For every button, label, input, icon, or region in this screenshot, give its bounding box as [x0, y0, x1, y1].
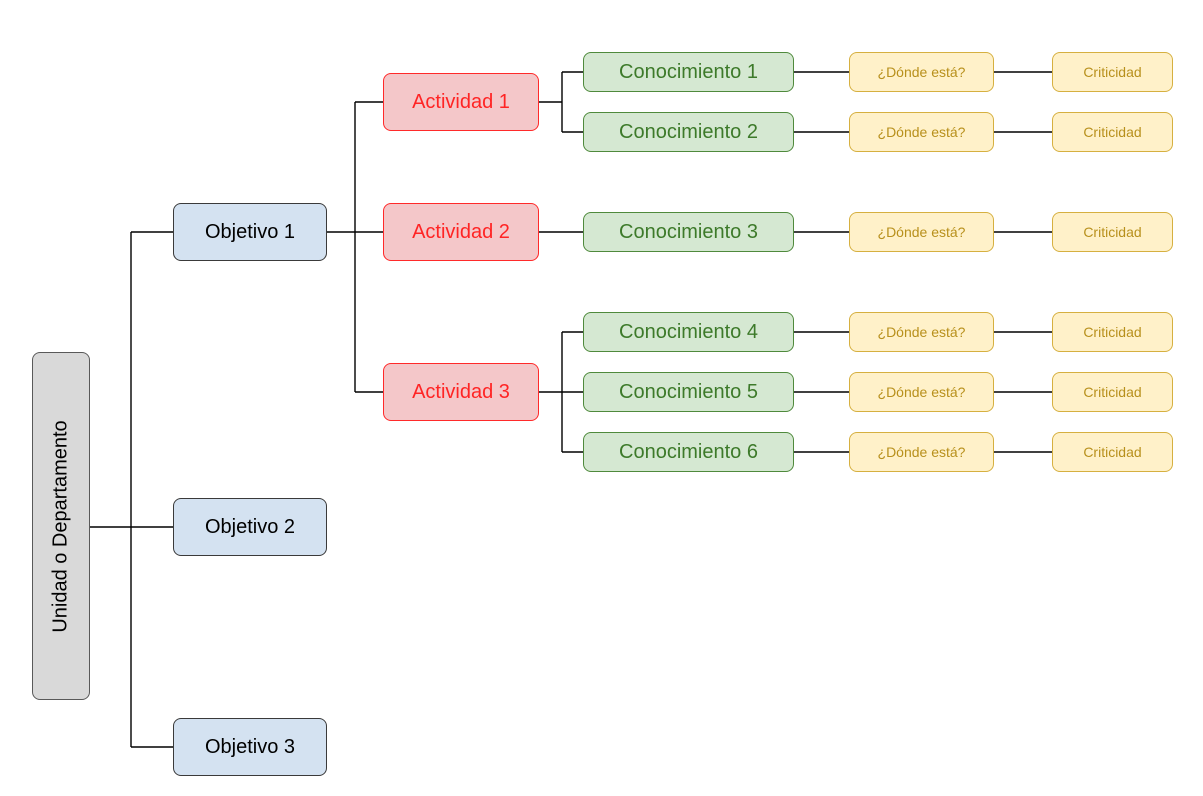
- activity-label: Actividad 3: [412, 380, 510, 403]
- criticality-node-5[interactable]: Criticidad: [1052, 372, 1173, 412]
- knowledge-node-2[interactable]: Conocimiento 2: [583, 112, 794, 152]
- objective-node-3[interactable]: Objetivo 3: [173, 718, 327, 776]
- activity-node-2[interactable]: Actividad 2: [383, 203, 539, 261]
- connector-objetivo1-actividades: [327, 101, 383, 393]
- criticality-label: Criticidad: [1083, 64, 1142, 80]
- connector-root-objectives: [90, 231, 173, 748]
- location-node-1[interactable]: ¿Dónde está?: [849, 52, 994, 92]
- knowledge-label: Conocimiento 1: [619, 60, 758, 83]
- knowledge-label: Conocimiento 6: [619, 440, 758, 463]
- knowledge-node-4[interactable]: Conocimiento 4: [583, 312, 794, 352]
- location-node-5[interactable]: ¿Dónde está?: [849, 372, 994, 412]
- criticality-node-3[interactable]: Criticidad: [1052, 212, 1173, 252]
- knowledge-node-1[interactable]: Conocimiento 1: [583, 52, 794, 92]
- criticality-label: Criticidad: [1083, 444, 1142, 460]
- location-label: ¿Dónde está?: [877, 64, 966, 80]
- criticality-node-2[interactable]: Criticidad: [1052, 112, 1173, 152]
- activity-node-3[interactable]: Actividad 3: [383, 363, 539, 421]
- objective-node-1[interactable]: Objetivo 1: [173, 203, 327, 261]
- knowledge-label: Conocimiento 2: [619, 120, 758, 143]
- location-label: ¿Dónde está?: [877, 124, 966, 140]
- location-node-6[interactable]: ¿Dónde está?: [849, 432, 994, 472]
- knowledge-label: Conocimiento 5: [619, 380, 758, 403]
- criticality-node-6[interactable]: Criticidad: [1052, 432, 1173, 472]
- criticality-label: Criticidad: [1083, 324, 1142, 340]
- objective-node-2[interactable]: Objetivo 2: [173, 498, 327, 556]
- location-node-4[interactable]: ¿Dónde está?: [849, 312, 994, 352]
- criticality-label: Criticidad: [1083, 224, 1142, 240]
- criticality-node-1[interactable]: Criticidad: [1052, 52, 1173, 92]
- activity-label: Actividad 1: [412, 90, 510, 113]
- location-node-2[interactable]: ¿Dónde está?: [849, 112, 994, 152]
- location-node-3[interactable]: ¿Dónde está?: [849, 212, 994, 252]
- criticality-node-4[interactable]: Criticidad: [1052, 312, 1173, 352]
- location-label: ¿Dónde está?: [877, 384, 966, 400]
- connector-actividad3-conocimientos: [539, 331, 583, 453]
- objective-label: Objetivo 1: [204, 220, 296, 243]
- objective-label: Objetivo 2: [204, 515, 296, 538]
- location-label: ¿Dónde está?: [877, 444, 966, 460]
- root-node-unidad[interactable]: Unidad o Departamento: [32, 352, 90, 700]
- criticality-label: Criticidad: [1083, 384, 1142, 400]
- location-label: ¿Dónde está?: [877, 224, 966, 240]
- knowledge-node-5[interactable]: Conocimiento 5: [583, 372, 794, 412]
- knowledge-label: Conocimiento 3: [619, 220, 758, 243]
- knowledge-node-6[interactable]: Conocimiento 6: [583, 432, 794, 472]
- knowledge-node-3[interactable]: Conocimiento 3: [583, 212, 794, 252]
- activity-label: Actividad 2: [412, 220, 510, 243]
- knowledge-label: Conocimiento 4: [619, 320, 758, 343]
- activity-node-1[interactable]: Actividad 1: [383, 73, 539, 131]
- criticality-label: Criticidad: [1083, 124, 1142, 140]
- location-label: ¿Dónde está?: [877, 324, 966, 340]
- objective-label: Objetivo 3: [204, 735, 296, 758]
- connector-actividad1-conocimientos: [539, 71, 583, 133]
- root-label: Unidad o Departamento: [49, 419, 72, 633]
